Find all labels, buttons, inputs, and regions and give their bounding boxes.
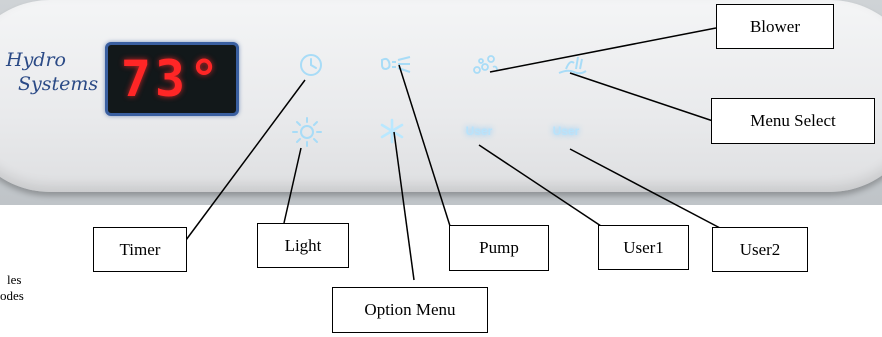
- option-menu-callout-text: Option Menu: [364, 300, 456, 319]
- menu-select-callout-text: Menu Select: [750, 111, 836, 130]
- light-callout-text: Light: [284, 235, 322, 255]
- option-menu-button[interactable]: [377, 116, 407, 146]
- blower-callout-text: Blower: [749, 16, 801, 36]
- option-menu-icon: [380, 118, 404, 144]
- timer-callout-text: Timer: [119, 239, 161, 259]
- truncated-side-text: les odes: [0, 272, 24, 304]
- user2-leader-line: [569, 148, 721, 229]
- user2-callout-text: User2: [739, 239, 781, 259]
- option-menu-leader-line: [393, 131, 415, 281]
- blower-callout: Blower: [716, 4, 834, 49]
- user1-callout: User1: [598, 225, 689, 270]
- user1-callout-text: User1: [623, 237, 664, 257]
- temperature-readout: 73°: [120, 50, 224, 108]
- user2-callout: User2: [712, 227, 808, 272]
- user1-leader-line: [478, 144, 602, 227]
- user1-button-label: User: [465, 124, 493, 138]
- blower-icon: [473, 55, 498, 74]
- side-text-line-1: les: [7, 272, 22, 287]
- timer-button[interactable]: [296, 50, 326, 80]
- light-button[interactable]: [290, 115, 324, 149]
- temperature-display: 73°: [105, 42, 239, 116]
- timer-leader-line: [185, 79, 306, 241]
- menu-select-button[interactable]: [555, 50, 589, 80]
- blower-leader-line: [489, 27, 717, 73]
- light-icon: [292, 117, 322, 147]
- user2-button[interactable]: User: [549, 122, 583, 140]
- pump-callout: Pump: [449, 225, 549, 271]
- timer-callout: Timer: [93, 227, 187, 272]
- pump-callout-text: Pump: [479, 238, 519, 257]
- pump-leader-line: [398, 64, 451, 227]
- hydro-systems-logo: Hydro Systems: [6, 48, 98, 96]
- logo-line-1: Hydro: [6, 49, 66, 71]
- light-callout: Light: [257, 223, 349, 268]
- menu-select-leader-line: [569, 72, 717, 123]
- blower-button[interactable]: [468, 52, 502, 78]
- side-text-line-2: odes: [0, 288, 24, 303]
- user2-button-label: User: [552, 124, 580, 138]
- logo-line-2: Systems: [18, 73, 99, 95]
- menu-select-callout: Menu Select: [711, 98, 875, 144]
- option-menu-callout: Option Menu: [332, 287, 488, 333]
- light-leader-line: [283, 147, 302, 224]
- user1-button[interactable]: User: [462, 122, 496, 140]
- timer-icon: [300, 54, 322, 76]
- menu-select-icon: [558, 56, 587, 75]
